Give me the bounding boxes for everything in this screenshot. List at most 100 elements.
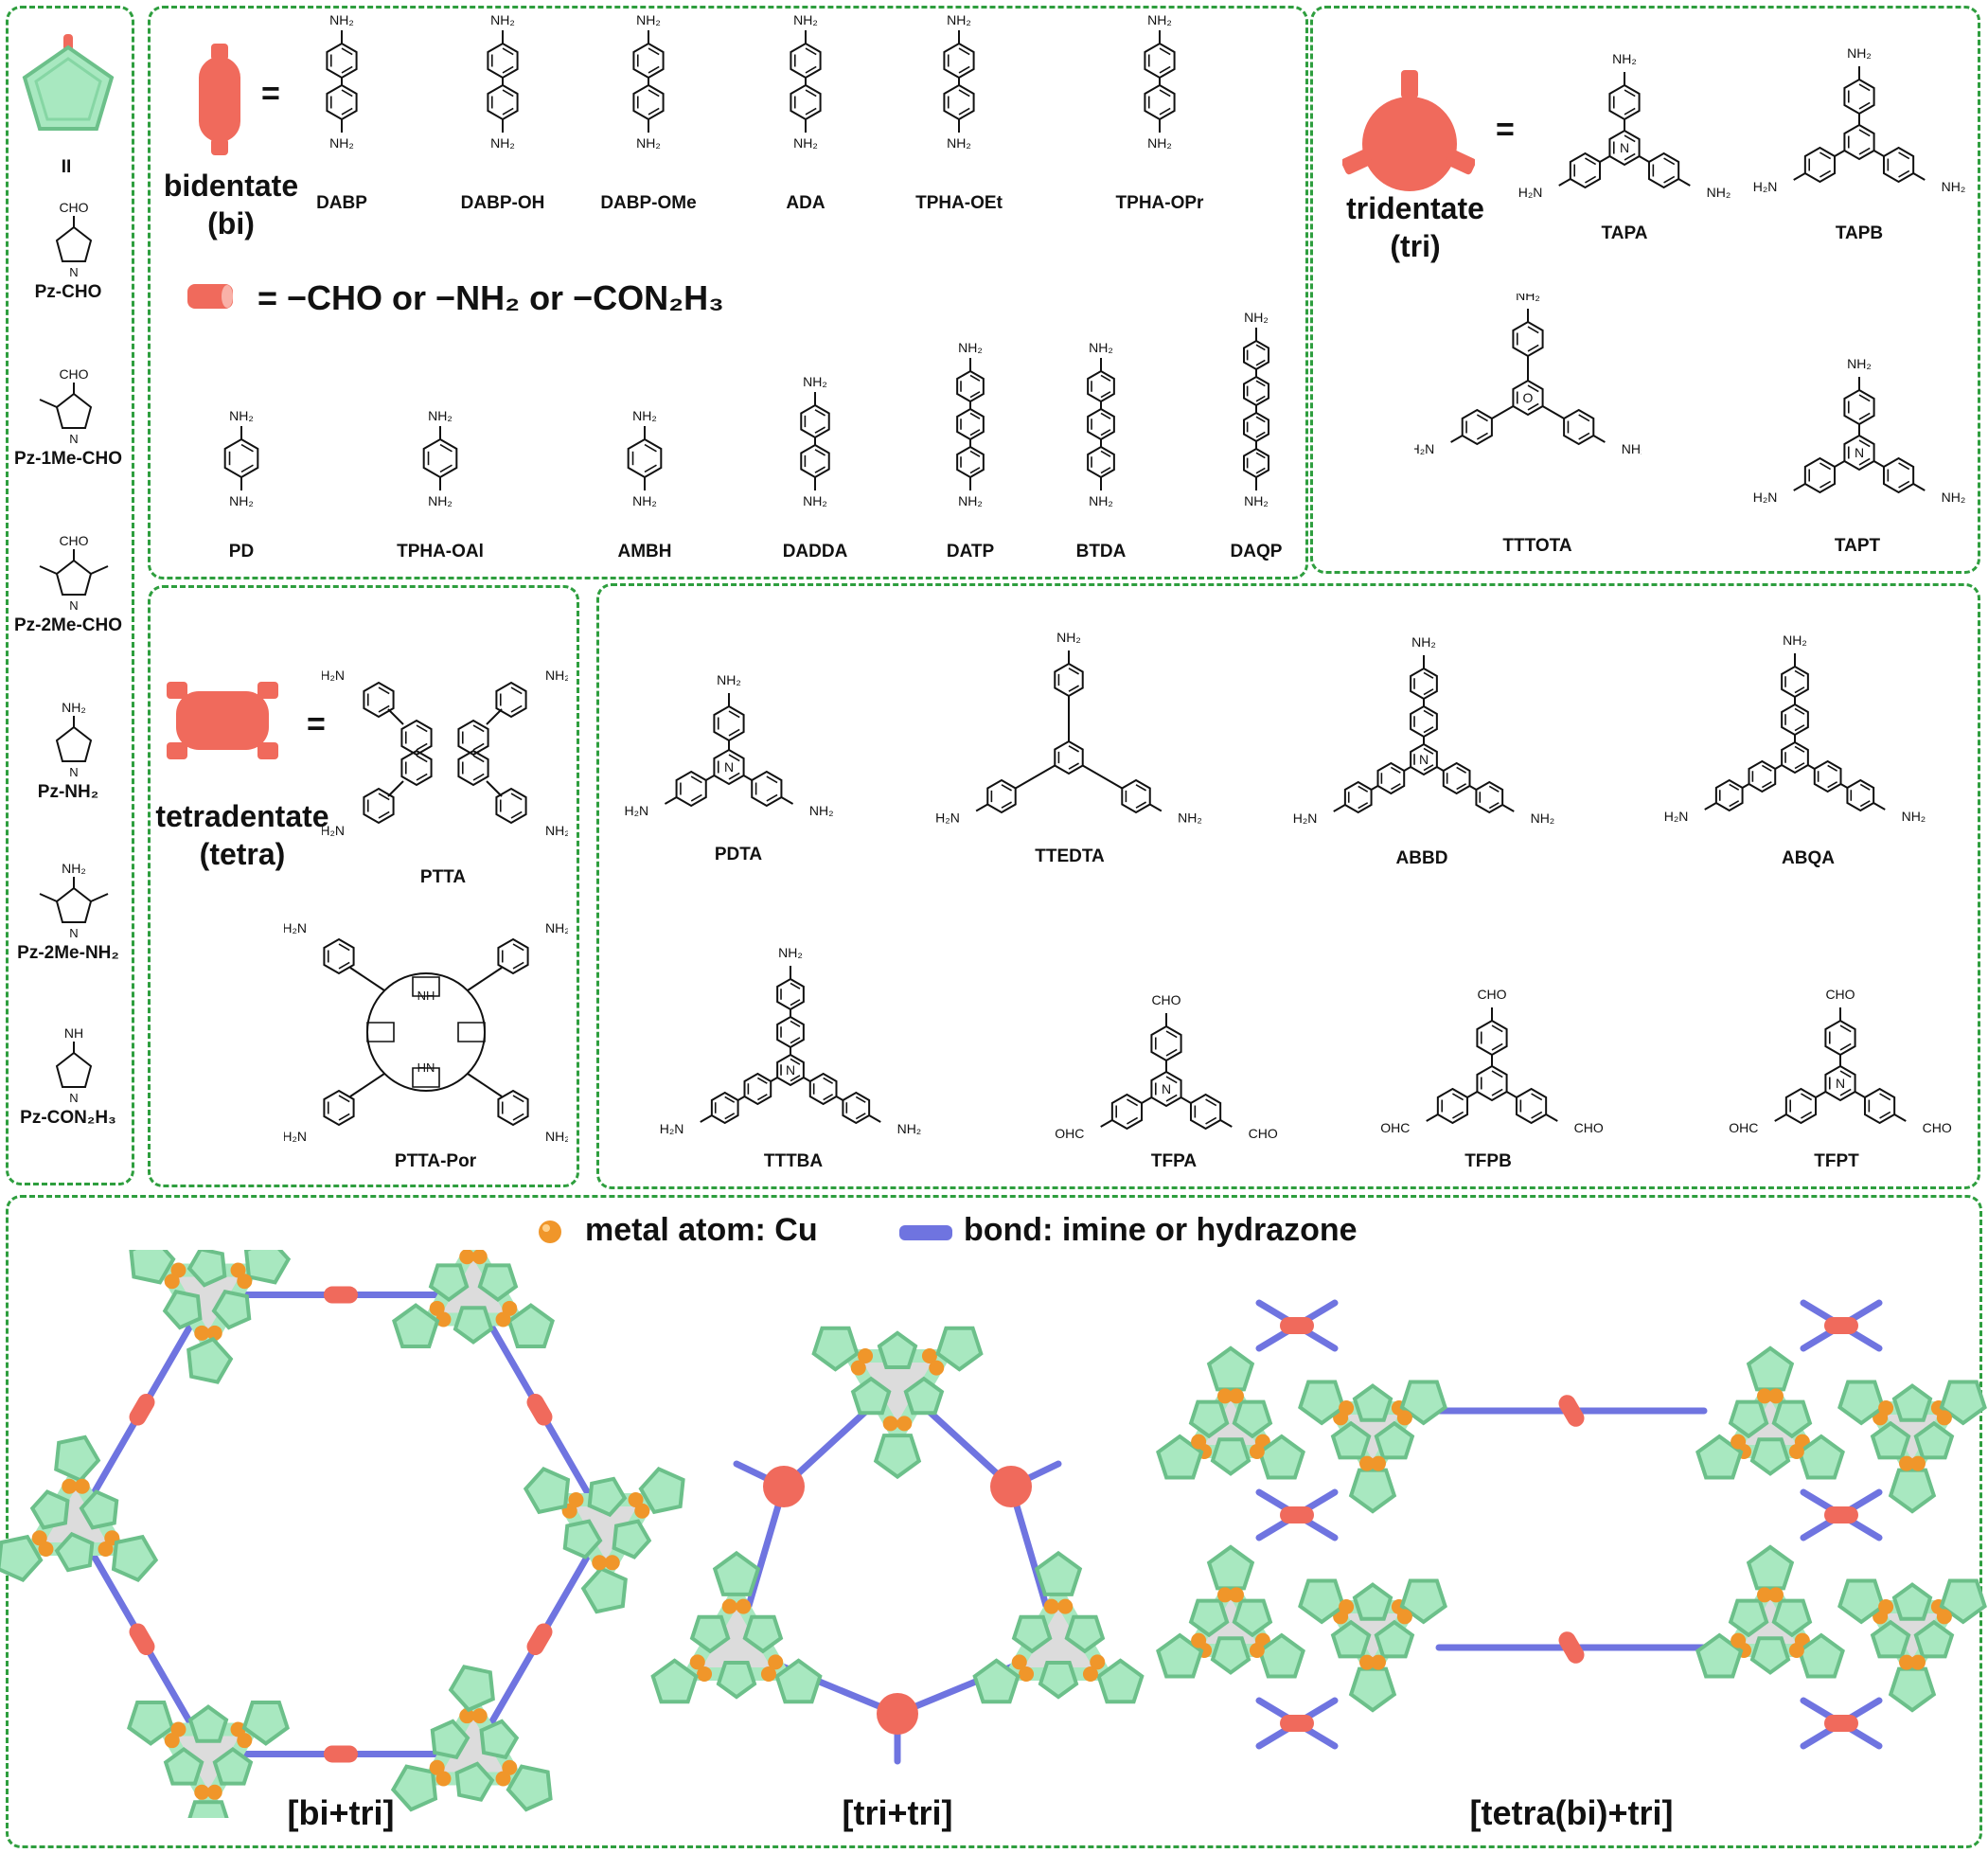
- bond-line: [1180, 1096, 1192, 1104]
- double-bond: [790, 1075, 801, 1082]
- linker-node: [526, 1393, 553, 1426]
- double-bond: [1898, 151, 1910, 160]
- pyrazole-node: [1399, 1578, 1447, 1625]
- tetradentate-linker-icon: [167, 682, 278, 759]
- bond-line: [1468, 785, 1477, 791]
- bond-line: [1558, 178, 1571, 187]
- double-bond: [510, 793, 523, 801]
- panel-pyrazole-column: [6, 6, 134, 1185]
- pyrazole-node: [186, 1336, 234, 1384]
- bond-line: [1873, 150, 1885, 157]
- pyrazole-node: [428, 1263, 470, 1303]
- pyrazole-node: [1232, 1598, 1273, 1638]
- double-bond: [1100, 374, 1111, 382]
- linker-node: [1280, 1506, 1314, 1523]
- double-bond: [1491, 1042, 1503, 1051]
- metal-atom: [1191, 1632, 1207, 1648]
- pyrazole-node: [1330, 1619, 1372, 1659]
- double-bond: [1390, 783, 1401, 791]
- atom-label: NH₂: [1089, 493, 1113, 508]
- double-bond: [1068, 668, 1080, 675]
- double-bond: [1624, 107, 1636, 116]
- bidentate-label-row1-0: DABP: [316, 193, 367, 213]
- double-bond: [378, 686, 390, 695]
- linker-node: [526, 1623, 553, 1656]
- double-bond: [1801, 1111, 1813, 1119]
- tetradentate-label-PTTA-Por: PTTA-Por: [394, 1151, 477, 1171]
- atom-label: NH₂: [1942, 490, 1966, 505]
- metal-atom: [170, 1262, 186, 1278]
- atom-label: H₂N: [624, 803, 648, 818]
- atom-label: HN: [417, 1060, 435, 1075]
- bond-line: [737, 1096, 746, 1101]
- pyrazole-node: [811, 1326, 860, 1372]
- metal-atom: [768, 1654, 784, 1670]
- double-bond: [1624, 134, 1636, 143]
- benzene-ring: [1054, 739, 1084, 775]
- metal-atom: [31, 1530, 47, 1546]
- atom-label: NH₂: [1942, 179, 1966, 194]
- pyrazole-node: [873, 1434, 922, 1480]
- pyrazole-node: [1870, 1619, 1911, 1659]
- pyrazole-node: [580, 1566, 628, 1614]
- pyrazole-node: [1913, 1619, 1955, 1659]
- metal-atom: [592, 1555, 608, 1571]
- tridentate-TTTOTA: NH₂H₂NNH₂O: [1414, 294, 1642, 456]
- linker-node: [1558, 1631, 1585, 1664]
- network-label-bi-tri: [bi+tri]: [287, 1793, 395, 1832]
- double-bond: [958, 107, 970, 116]
- atom-label: NH₂: [803, 374, 827, 389]
- double-bond: [416, 742, 428, 751]
- metal-atom: [1909, 1654, 1926, 1670]
- double-bond: [1898, 462, 1910, 471]
- atom-label: NH₂: [1516, 294, 1540, 303]
- benzene-ring: [323, 1089, 355, 1127]
- atom-label: OHC: [1055, 1126, 1084, 1141]
- atom-label: N: [724, 759, 734, 775]
- pyrazole-node: [1749, 1437, 1791, 1476]
- benzene-ring: [1784, 1087, 1818, 1125]
- benzene-ring: [1882, 146, 1915, 184]
- linker-node: [1824, 1506, 1858, 1523]
- bond-line: [1704, 802, 1717, 811]
- bond-line: [1141, 1096, 1152, 1104]
- tridentate-label-TTEDTA: TTEDTA: [1035, 846, 1105, 866]
- bond-line: [803, 1077, 811, 1082]
- metal-atom: [1228, 1587, 1244, 1603]
- metal-atom: [1878, 1400, 1894, 1416]
- double-bond: [814, 409, 826, 417]
- bond-line: [1491, 405, 1514, 419]
- atom-label: N: [1419, 752, 1429, 767]
- bond-line: [349, 967, 385, 991]
- double-bond: [728, 772, 740, 780]
- bond-line: [90, 893, 109, 902]
- metal-atom: [230, 1262, 246, 1278]
- metal-atom: [1191, 1434, 1207, 1450]
- double-bond: [814, 466, 826, 473]
- bidentate-label-row1-5: TPHA-OPr: [1115, 193, 1204, 213]
- pyrazole-node: [1352, 1383, 1393, 1422]
- atom-label: CHO: [1151, 992, 1180, 1007]
- bidentate-label-row2-1: TPHA-OAl: [397, 542, 484, 561]
- metal-atom: [1788, 1444, 1804, 1459]
- benzene-ring: [497, 937, 529, 975]
- benzene-ring: [1863, 1087, 1896, 1125]
- pyrazole-node: [1210, 1437, 1251, 1476]
- double-bond: [1801, 1093, 1813, 1101]
- double-bond: [1858, 83, 1871, 92]
- benzene-ring: [710, 1091, 739, 1125]
- metal-atom: [721, 1598, 737, 1614]
- double-bond: [1068, 762, 1080, 770]
- double-bond: [472, 755, 485, 763]
- double-bond: [1159, 47, 1171, 56]
- tridentate-label-ABQA: ABQA: [1782, 848, 1835, 868]
- double-bond: [1159, 107, 1171, 116]
- metal-atom: [471, 1250, 488, 1265]
- bond-line: [349, 1073, 385, 1097]
- metal-atom: [896, 1416, 913, 1432]
- double-bond: [1819, 462, 1832, 471]
- benzene-ring: [1054, 662, 1084, 698]
- tridentate-label-TAPB: TAPB: [1835, 223, 1884, 243]
- pyrazole-node: [1330, 1420, 1372, 1460]
